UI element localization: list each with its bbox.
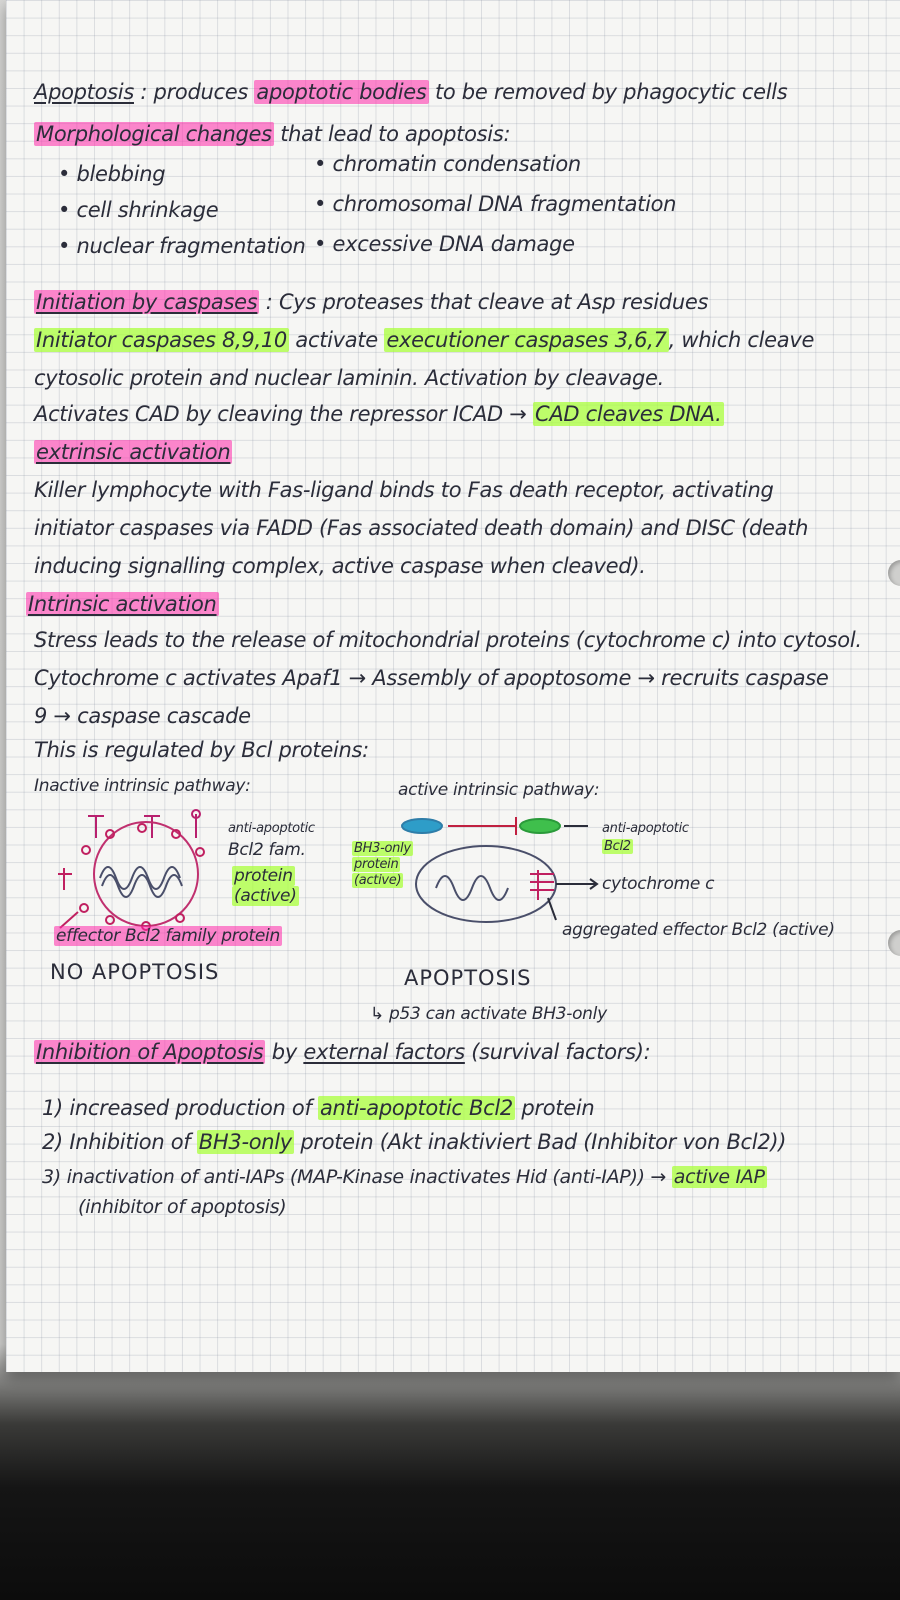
extrinsic-line-1: Killer lymphocyte with Fas-ligand binds … bbox=[34, 478, 774, 502]
text: protein bbox=[521, 1096, 595, 1120]
bullet-item: • blebbing bbox=[58, 162, 166, 186]
morphological-changes-heading: Morphological changes bbox=[34, 122, 274, 146]
text: to be removed by phagocytic cells bbox=[434, 80, 788, 104]
colon: : bbox=[140, 80, 148, 104]
text: external factors bbox=[303, 1040, 465, 1064]
cytochrome-c-label: cytochrome c bbox=[602, 874, 715, 894]
text: protein bbox=[352, 857, 401, 872]
anti-apoptotic-label-4: (active) bbox=[232, 886, 299, 906]
text: BH3-only bbox=[352, 841, 413, 856]
active-pathway-label: active intrinsic pathway: bbox=[398, 780, 600, 800]
text: Cys proteases that cleave at Asp residue… bbox=[278, 290, 709, 314]
bullet-text: chromosomal DNA fragmentation bbox=[332, 192, 677, 216]
caspases-heading: Initiation by caspases bbox=[34, 290, 260, 314]
bullet-text: chromatin condensation bbox=[332, 152, 581, 176]
morphological-changes-line: Morphological changes that lead to apopt… bbox=[34, 122, 511, 146]
bullet-text: excessive DNA damage bbox=[332, 232, 575, 256]
caspases-line-3: cytosolic protein and nuclear laminin. A… bbox=[34, 366, 665, 390]
no-apoptosis-label: NO APOPTOSIS bbox=[50, 960, 220, 984]
inhibition-item-1: 1) increased production of anti-apoptoti… bbox=[42, 1096, 595, 1120]
text: protein bbox=[232, 866, 295, 886]
apoptotic-bodies-highlight: apoptotic bodies bbox=[254, 80, 429, 104]
executioner-caspases-highlight: executioner caspases 3,6,7 bbox=[384, 328, 669, 352]
bullet-text: cell shrinkage bbox=[76, 198, 219, 222]
text: (active) bbox=[232, 886, 299, 906]
heading-text: Intrinsic activation bbox=[26, 592, 219, 616]
text: , which cleave bbox=[668, 328, 815, 352]
apoptosis-label: APOPTOSIS bbox=[404, 966, 532, 990]
bh3-only-label-3: (active) bbox=[352, 873, 404, 888]
extrinsic-line-2: initiator caspases via FADD (Fas associa… bbox=[34, 516, 809, 540]
bullet-text: blebbing bbox=[76, 162, 166, 186]
apoptosis-definition-line: Apoptosis : produces apoptotic bodies to… bbox=[34, 80, 788, 104]
text: 3) inactivation of anti-IAPs (MAP-Kinase… bbox=[42, 1166, 667, 1188]
anti-apoptotic-label-2: Bcl2 fam. bbox=[228, 840, 306, 860]
text: by bbox=[271, 1040, 297, 1064]
inactive-mitochondrion-diagram bbox=[58, 809, 205, 931]
effector-bcl2-label: effector Bcl2 family protein bbox=[54, 926, 282, 946]
text: Activates CAD by cleaving the repressor … bbox=[34, 402, 527, 426]
text: 1) increased production of bbox=[42, 1096, 312, 1120]
bullet-item: • chromosomal DNA fragmentation bbox=[314, 192, 677, 216]
cad-cleaves-dna-highlight: CAD cleaves DNA. bbox=[532, 402, 724, 426]
intrinsic-heading: Intrinsic activation bbox=[26, 592, 219, 616]
active-mitochondrion-diagram bbox=[401, 817, 599, 923]
caspases-line-2: Initiator caspases 8,9,10 activate execu… bbox=[34, 328, 815, 352]
punch-hole bbox=[888, 560, 900, 586]
bullet-item: • chromatin condensation bbox=[314, 152, 581, 176]
text: protein (Akt inaktiviert Bad (Inhibitor … bbox=[300, 1130, 787, 1154]
bullet-item: • nuclear fragmentation bbox=[58, 234, 306, 258]
p53-note: ↳ p53 can activate BH3-only bbox=[370, 1004, 607, 1024]
bh3-only-highlight: BH3-only bbox=[196, 1130, 294, 1154]
anti-apoptotic-label-3: protein bbox=[232, 866, 295, 886]
inhibition-item-2: 2) Inhibition of BH3-only protein (Akt i… bbox=[42, 1130, 787, 1154]
extrinsic-line-3: inducing signalling complex, active casp… bbox=[34, 554, 646, 578]
bullet-item: • cell shrinkage bbox=[58, 198, 219, 222]
bh3-only-label-1: BH3-only bbox=[352, 841, 413, 856]
text: 2) Inhibition of bbox=[42, 1130, 191, 1154]
intrinsic-line-1: Stress leads to the release of mitochond… bbox=[34, 628, 862, 652]
text: Bcl2 bbox=[602, 839, 633, 854]
bullet-text: nuclear fragmentation bbox=[76, 234, 306, 258]
caspases-line-1: Initiation by caspases : Cys proteases t… bbox=[34, 290, 709, 314]
anti-apoptotic-right-label-1: anti-apoptotic bbox=[602, 821, 689, 836]
text: (active) bbox=[352, 873, 404, 888]
apoptosis-heading: Apoptosis bbox=[34, 80, 134, 104]
extrinsic-heading: extrinsic activation bbox=[34, 440, 233, 464]
inhibition-heading-line: Inhibition of Apoptosis by external fact… bbox=[34, 1040, 651, 1064]
aggregated-effector-label: aggregated effector Bcl2 (active) bbox=[562, 920, 835, 940]
intrinsic-line-3: 9 → caspase cascade bbox=[34, 704, 251, 728]
anti-apoptotic-right-label-2: Bcl2 bbox=[602, 839, 633, 854]
anti-apoptotic-bcl2-highlight: anti-apoptotic Bcl2 bbox=[317, 1096, 515, 1120]
inhibition-item-3-continued: (inhibitor of apoptosis) bbox=[78, 1196, 287, 1218]
text: produces bbox=[153, 80, 249, 104]
text: activate bbox=[295, 328, 378, 352]
intrinsic-line-2: Cytochrome c activates Apaf1 → Assembly … bbox=[34, 666, 829, 690]
colon: : bbox=[265, 290, 273, 314]
intrinsic-line-4: This is regulated by Bcl proteins: bbox=[34, 738, 369, 762]
inactive-pathway-label: Inactive intrinsic pathway: bbox=[34, 776, 251, 796]
text: that lead to apoptosis: bbox=[280, 122, 511, 146]
punch-hole bbox=[888, 930, 900, 956]
caspases-line-4: Activates CAD by cleaving the repressor … bbox=[34, 402, 724, 426]
anti-apoptotic-label-1: anti-apoptotic bbox=[228, 821, 315, 836]
active-iap-highlight: active IAP bbox=[671, 1166, 767, 1188]
notebook-page: Apoptosis : produces apoptotic bodies to… bbox=[6, 0, 900, 1372]
inhibition-item-3: 3) inactivation of anti-IAPs (MAP-Kinase… bbox=[42, 1166, 767, 1188]
heading-text: extrinsic activation bbox=[34, 440, 233, 464]
initiator-caspases-highlight: Initiator caspases 8,9,10 bbox=[34, 328, 289, 352]
bh3-only-label-2: protein bbox=[352, 857, 401, 872]
inhibition-heading: Inhibition of Apoptosis bbox=[34, 1040, 266, 1064]
text: effector Bcl2 family protein bbox=[54, 926, 282, 946]
bullet-item: • excessive DNA damage bbox=[314, 232, 575, 256]
text: (survival factors): bbox=[471, 1040, 651, 1064]
